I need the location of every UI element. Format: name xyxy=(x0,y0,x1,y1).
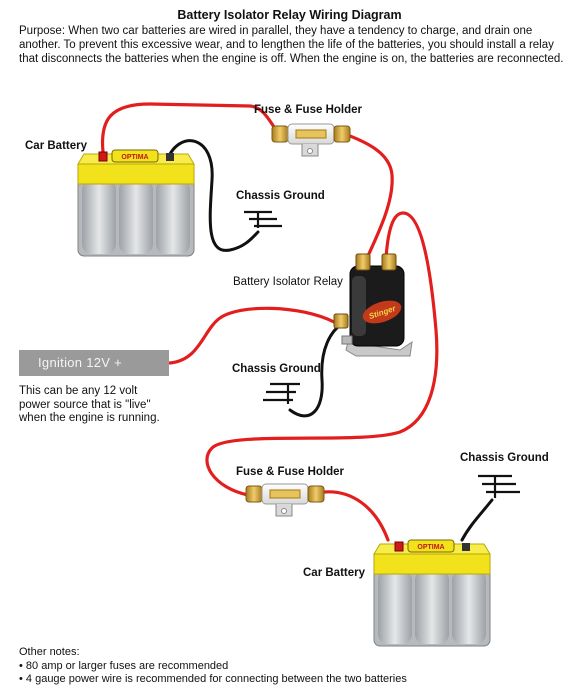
car-battery-top: OPTIMA xyxy=(77,149,195,257)
ground-wires xyxy=(166,139,494,542)
car-battery-bottom-label: Car Battery xyxy=(303,567,365,579)
wire-relay-to-fuse2 xyxy=(205,211,439,497)
chassis-ground-label-2: Chassis Ground xyxy=(232,363,321,375)
other-notes-item: • 80 amp or larger fuses are recommended xyxy=(19,659,229,672)
chassis-ground-label-1: Chassis Ground xyxy=(236,190,325,202)
wire-fuse1-to-relay xyxy=(338,130,394,260)
chassis-ground-symbol-2 xyxy=(263,382,300,404)
wire-fuse2-to-battery2 xyxy=(322,490,390,542)
other-notes-item: • 4 gauge power wire is recommended for … xyxy=(19,673,407,685)
ignition-source-box: Ignition 12V + xyxy=(19,350,169,376)
fuse-holder-top-label: Fuse & Fuse Holder xyxy=(254,104,362,116)
chassis-ground-label-3: Chassis Ground xyxy=(460,452,549,464)
positive-wires xyxy=(100,102,439,542)
relay-label: Battery Isolator Relay xyxy=(233,276,343,288)
fuse-holder-top xyxy=(271,123,351,157)
car-battery-top-label: Car Battery xyxy=(25,140,87,152)
fuse-holder-bottom xyxy=(245,483,325,517)
battery-brand-bottom: OPTIMA xyxy=(417,544,444,551)
car-battery-bottom: OPTIMA xyxy=(373,539,491,647)
wire-ignition-to-relay xyxy=(168,306,336,365)
purpose-text: Purpose: When two car batteries are wire… xyxy=(19,25,564,65)
chassis-ground-symbol-1 xyxy=(244,210,282,228)
battery-brand-top: OPTIMA xyxy=(121,154,148,161)
battery-isolator-relay: Stinger xyxy=(333,253,413,357)
ignition-label: Ignition 12V + xyxy=(38,355,123,370)
ignition-note-line: when the engine is running. xyxy=(19,412,160,424)
other-notes: Other notes: • 80 amp or larger fuses ar… xyxy=(19,646,407,687)
wire-battery1-to-fuse1 xyxy=(100,102,278,154)
ignition-note: This can be any 12 volt power source tha… xyxy=(19,385,160,426)
other-notes-heading: Other notes: xyxy=(19,646,80,658)
diagram-title: Battery Isolator Relay Wiring Diagram xyxy=(177,8,402,22)
ignition-note-line: This can be any 12 volt xyxy=(19,385,138,397)
ignition-note-line: power source that is "live" xyxy=(19,398,151,411)
wire-battery1-ground xyxy=(166,139,260,252)
wire-relay-ground xyxy=(288,320,347,418)
fuse-holder-bottom-label: Fuse & Fuse Holder xyxy=(236,466,344,478)
chassis-ground-symbol-3 xyxy=(478,474,520,498)
wire-battery2-ground xyxy=(460,498,494,542)
